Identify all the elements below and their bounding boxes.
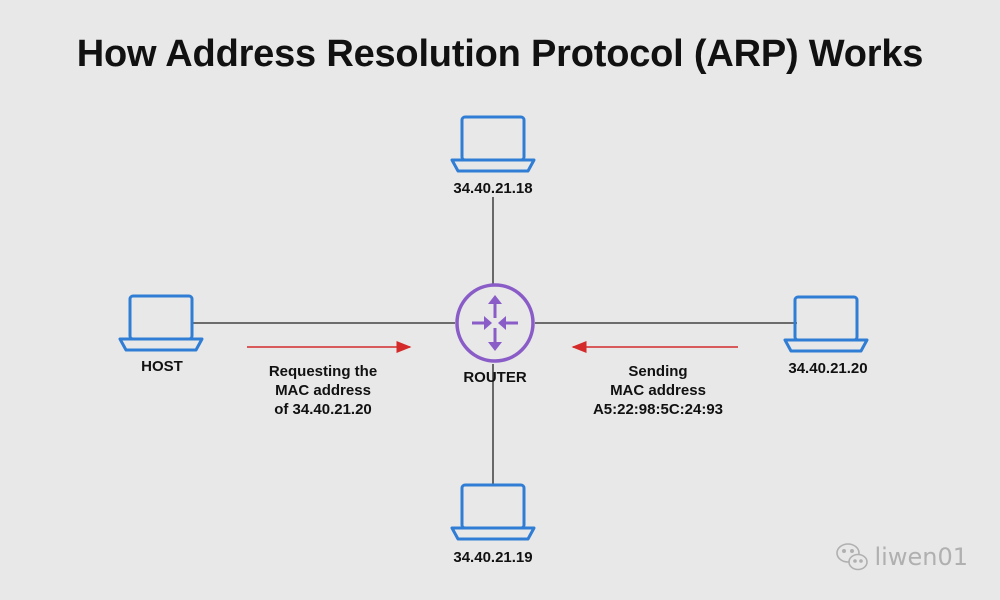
laptop-icon-right: [783, 295, 869, 353]
request-line-1: Requesting the: [268, 363, 378, 380]
wechat-icon: [836, 543, 868, 571]
reply-line-1: Sending: [628, 363, 688, 380]
watermark: liwen01: [875, 543, 968, 571]
request-line-3: of 34.40.21.20: [274, 401, 372, 418]
laptop-icon-top: [450, 115, 536, 173]
node-label-bottom: 34.40.21.19: [453, 549, 533, 566]
node-label-host: HOST: [141, 358, 183, 375]
router-icon: [455, 283, 535, 363]
laptop-icon-host: [118, 294, 204, 352]
node-label-router: ROUTER: [463, 369, 527, 386]
laptop-icon-bottom: [450, 483, 536, 541]
request-annotation: Requesting the MAC address of 34.40.21.2…: [248, 362, 398, 419]
reply-annotation: Sending MAC address A5:22:98:5C:24:93: [573, 362, 743, 419]
node-label-top: 34.40.21.18: [453, 180, 533, 197]
reply-line-3: A5:22:98:5C:24:93: [592, 401, 724, 418]
watermark-text: liwen01: [874, 543, 968, 571]
reply-line-2: MAC address: [610, 382, 706, 399]
request-line-2: MAC address: [275, 382, 371, 399]
node-label-right: 34.40.21.20: [788, 360, 868, 377]
diagram-title: How Address Resolution Protocol (ARP) Wo…: [76, 33, 924, 75]
